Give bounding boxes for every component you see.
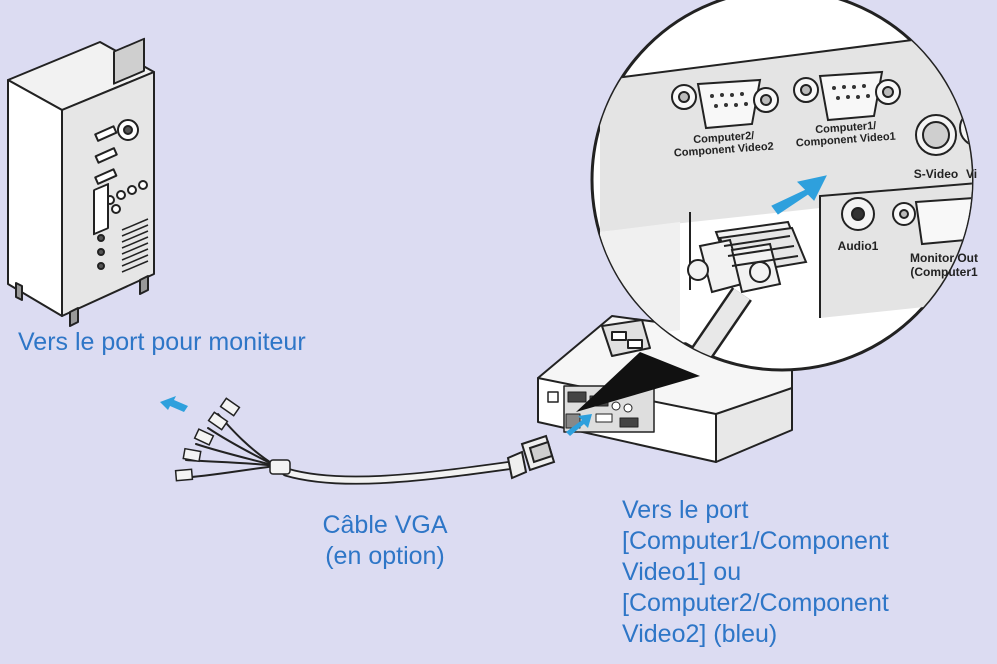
caption-vga-cable-line1: Câble VGA [322,511,448,539]
magnified-port-panel: Computer2/ Component Video2 Computer1/ C… [590,0,978,372]
port-label-monitor-out: Monitor Out (Computer1 [910,251,978,279]
to-computer-arrow-icon [160,396,188,412]
caption-vga-cable-line2: (en option) [325,542,445,570]
projector-port-arrow-icon [566,414,592,436]
caption-dest-line5: Video2] (bleu) [622,620,778,648]
caption-vga-cable: Câble VGA (en option) [310,510,460,572]
svg-text:(Computer1: (Computer1 [910,265,978,279]
svg-text:Computer2/: Computer2/ [693,130,755,146]
caption-dest-line3: Video1] ou [622,558,742,586]
svg-text:Monitor Out: Monitor Out [910,251,978,265]
magnifier-callout [576,352,700,412]
caption-destination-port: Vers le port [Computer1/Component Video1… [622,495,942,650]
port-label-svideo: S-Video [914,167,958,181]
port-label-video-partial: Vi [966,167,977,181]
caption-dest-line4: [Computer2/Component [622,589,889,617]
insert-arrow-icon [771,175,827,215]
caption-monitor-port: Vers le port pour moniteur [18,328,306,356]
vga-cable-illustration [174,397,556,485]
caption-dest-line1: Vers le port [622,496,749,524]
caption-dest-line2: [Computer1/Component [622,527,889,555]
port-label-audio1: Audio1 [838,239,879,253]
computer-tower-illustration [7,37,155,327]
svg-text:Computer1/: Computer1/ [815,120,877,136]
